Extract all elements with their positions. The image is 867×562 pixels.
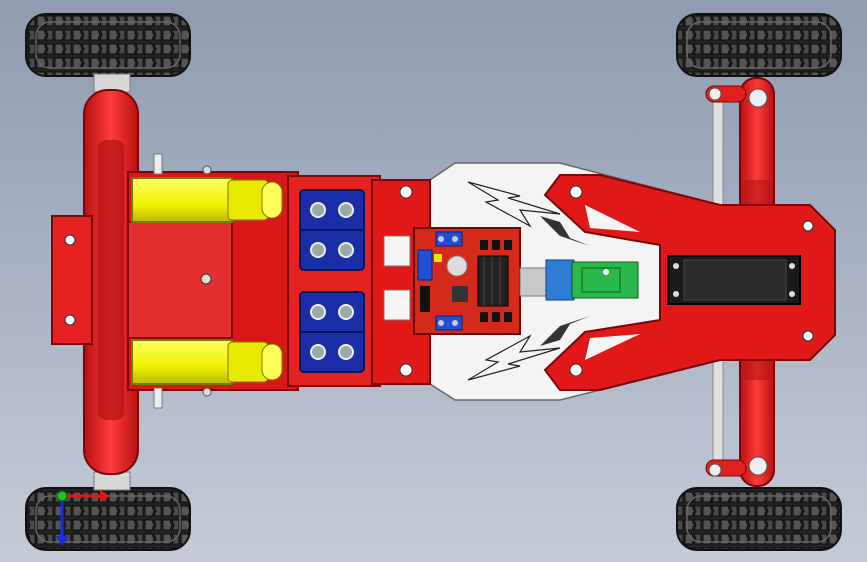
lightning-decal-top <box>467 181 590 246</box>
wheel-rear-right[interactable] <box>676 487 842 551</box>
gear-motor-top[interactable] <box>131 177 283 223</box>
left-axle-assembly[interactable] <box>51 73 139 491</box>
steering-servo[interactable] <box>667 255 801 305</box>
bluetooth-module[interactable] <box>519 259 639 301</box>
wheel-rear-left[interactable] <box>25 487 191 551</box>
battery-pack-bottom[interactable] <box>299 291 365 373</box>
wheel-front-left[interactable] <box>25 13 191 77</box>
battery-pack-top[interactable] <box>299 189 365 271</box>
wheel-front-right[interactable] <box>676 13 842 77</box>
lightning-decal-bottom <box>467 316 590 381</box>
coordinate-triad-icon <box>56 490 110 546</box>
motor-driver-board[interactable] <box>413 227 521 335</box>
gear-motor-bottom[interactable] <box>131 339 283 385</box>
